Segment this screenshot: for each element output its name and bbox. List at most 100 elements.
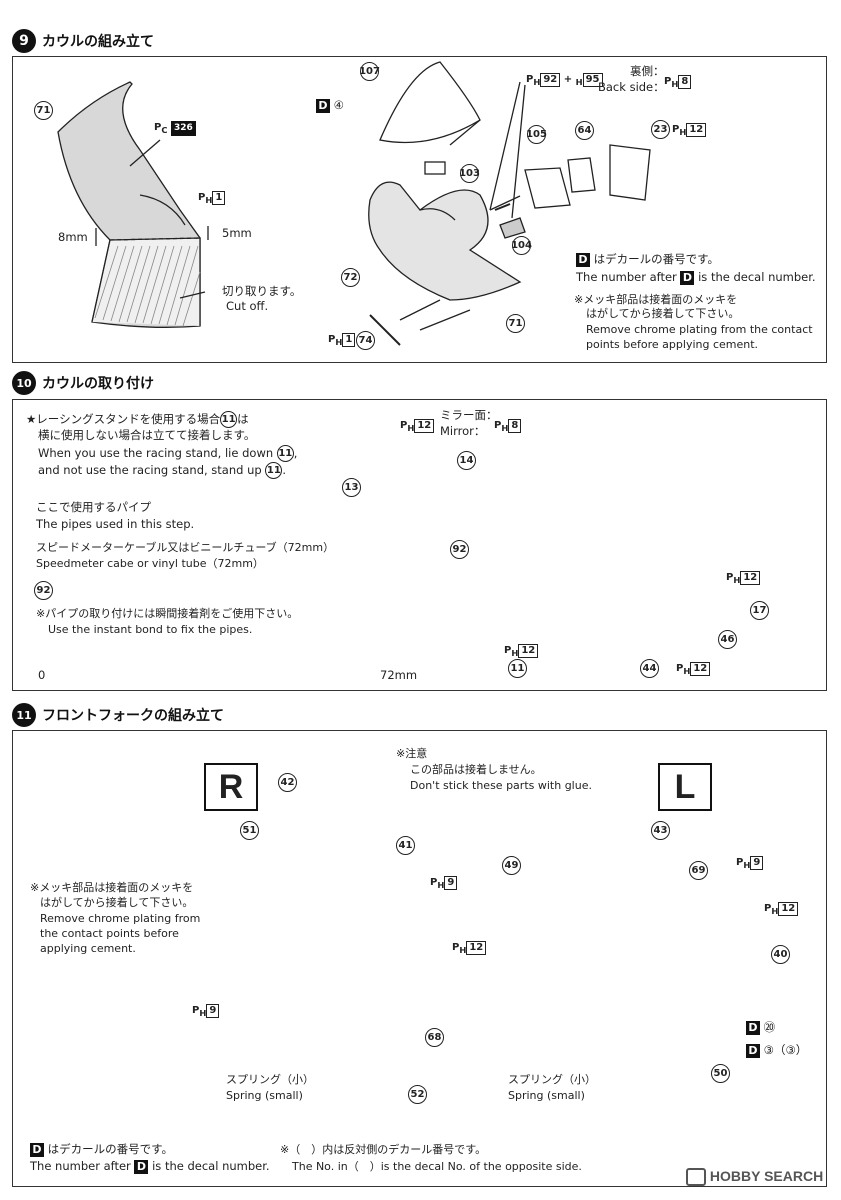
step11-title: フロントフォークの組み立て (42, 708, 224, 724)
step11-number: 11 (12, 703, 36, 727)
part-71-callout: 71 (34, 101, 53, 120)
dim-8mm-label: 8mm (58, 230, 88, 244)
decal-20-value: ⑳ (763, 1020, 776, 1034)
racing-jp-2: 横に使用しない場合は立てて接着します。 (38, 428, 256, 442)
caution-en: Don't stick these parts with glue. (410, 779, 592, 792)
step9-title: カウルの組み立て (42, 34, 154, 50)
spring-en-l: Spring (small) (508, 1089, 585, 1102)
left-side-label: L (658, 763, 712, 811)
part-41-callout: 41 (396, 836, 415, 855)
chrome11-en-2: the contact points before (40, 927, 179, 940)
instant-jp: ※パイプの取り付けには瞬間接着剤をご使用下さい。 (36, 607, 299, 620)
step9-header: 9 カウルの組み立て (12, 28, 154, 54)
step10-number: 10 (12, 371, 36, 395)
plus-sign: + (563, 74, 573, 85)
decal-d-badge: D (134, 1159, 149, 1174)
part-92-callout: 92 (34, 581, 53, 600)
ph-8-value: 8 (508, 419, 522, 433)
cowl-front-illustration (368, 61, 651, 346)
decal-note-jp-text: はデカールの番号です。 (593, 252, 720, 266)
ruler-end-label: 72mm (380, 668, 418, 682)
part-42-callout: 42 (278, 773, 297, 792)
ph-12-value: 12 (414, 419, 435, 433)
chrome-jp-1: ※メッキ部品は接着面のメッキを (574, 293, 738, 306)
pc-326-value: 326 (170, 121, 196, 136)
spring-en-r: Spring (small) (226, 1089, 303, 1102)
part-11b-callout: 11 (508, 659, 527, 678)
pipes-en: The pipes used in this step. (36, 517, 195, 531)
chrome11-jp-1: ※メッキ部品は接着面のメッキを (30, 881, 194, 894)
decal-d4-ref: D ④ (316, 98, 344, 113)
part-103-callout: 103 (459, 164, 480, 183)
ph-12-value: 12 (778, 902, 799, 916)
ruler-start-label: 0 (38, 668, 46, 682)
ph-12-value: 12 (740, 571, 761, 585)
part-46-callout: 46 (718, 630, 737, 649)
racing-en-2: and not use the racing stand, stand up 1… (38, 462, 286, 479)
ph-1-value: 1 (212, 191, 226, 205)
part-68-callout: 68 (425, 1028, 444, 1047)
decal11-note-jp-text: はデカールの番号です。 (47, 1142, 174, 1156)
pipes-jp: ここで使用するパイプ (36, 500, 151, 514)
part-44-callout: 44 (640, 659, 659, 678)
part-11-inline: 11 (265, 462, 283, 479)
racing-en-2-text: and not use the racing stand, stand up (38, 463, 262, 477)
part-23-callout: 23 (651, 120, 670, 139)
part-52-callout: 52 (408, 1085, 427, 1104)
watermark-logo-icon (686, 1168, 706, 1187)
part-72-callout: 72 (341, 268, 360, 287)
dim-5mm-label: 5mm (222, 226, 252, 240)
cutoff-jp: 切り取ります。 (222, 284, 302, 298)
racing-en-1-text: When you use the racing stand, lie down (38, 446, 274, 460)
ph-12-value: 12 (686, 123, 707, 137)
decal11-note-en-a: The number after (30, 1159, 131, 1173)
ph-1b-value: 1 (342, 333, 356, 347)
ph-9-value: 9 (206, 1004, 220, 1018)
cable-jp: スピードメーターケーブル又はビニールチューブ（72mm） (36, 541, 335, 554)
cowl-side-illustration (57, 81, 209, 328)
part-74-callout: 74 (356, 331, 375, 350)
opposite-note-en: The No. in（ ）is the decal No. of the opp… (292, 1160, 582, 1173)
decal11-note-en: The number after D is the decal number. (30, 1159, 270, 1174)
ph-9-value: 9 (444, 876, 458, 890)
ph-8-value: 8 (678, 75, 692, 89)
watermark-text: HOBBY SEARCH (709, 1168, 824, 1184)
part-49-callout: 49 (502, 856, 521, 875)
decal-d-badge: D (746, 1043, 760, 1058)
part-71b-callout: 71 (506, 314, 525, 333)
part-107-callout: 107 (359, 62, 380, 81)
right-side-label: R (204, 763, 258, 811)
spring-jp-r: スプリング（小） (226, 1073, 314, 1086)
ph-12-value: 12 (466, 941, 487, 955)
step10-header: 10 カウルの取り付け (12, 370, 154, 396)
pc-326-ref: PC 326 (154, 120, 196, 138)
mirror-jp: ミラー面： (440, 408, 498, 422)
part-11-inline: 11 (276, 445, 294, 462)
decal-d4-value: ④ (333, 98, 344, 112)
part-50-callout: 50 (711, 1064, 730, 1083)
decal-note-jp: D はデカールの番号です。 (576, 252, 719, 267)
part-105-callout: 105 (526, 125, 547, 144)
chrome-en-1: Remove chrome plating from the contact (586, 323, 813, 336)
part-17-callout: 17 (750, 601, 769, 620)
part-14-callout: 14 (457, 451, 476, 470)
caution-jp-1: ※注意 (396, 747, 428, 760)
step10-title: カウルの取り付け (42, 376, 154, 392)
decal-note-en: The number after D is the decal number. (576, 270, 816, 285)
decal-d-badge: D (316, 98, 330, 113)
spring-jp-l: スプリング（小） (508, 1073, 596, 1086)
instant-en: Use the instant bond to fix the pipes. (48, 623, 253, 636)
decal-d-badge: D (576, 252, 590, 267)
part-69-callout: 69 (689, 861, 708, 880)
chrome11-jp-2: はがしてから接着して下さい。 (40, 896, 194, 909)
ph-12-value: 12 (518, 644, 539, 658)
